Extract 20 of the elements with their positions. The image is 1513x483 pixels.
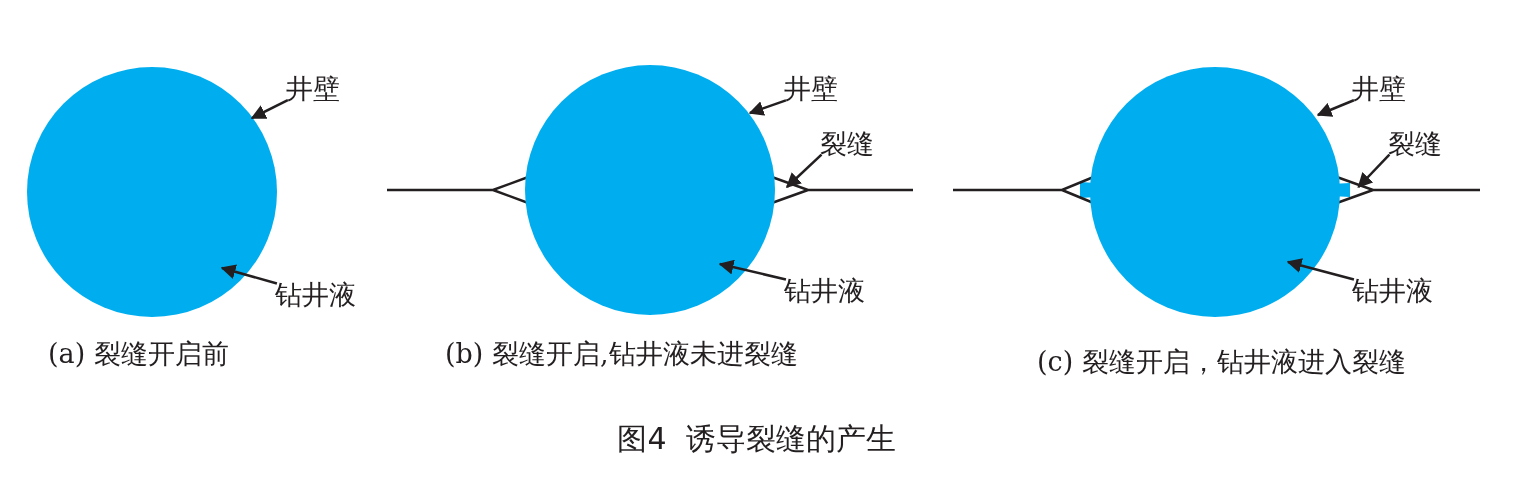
part-label: 钻井液 — [784, 275, 865, 307]
fracture-line — [387, 174, 913, 206]
figure-caption: 图4 诱导裂缝的产生 — [616, 421, 897, 457]
leader-line — [1316, 99, 1355, 117]
part-label: 裂缝 — [820, 128, 874, 160]
part-label: 钻井液 — [1352, 275, 1433, 307]
part-label: 井壁 — [1352, 73, 1406, 105]
part-label: 钻井液 — [275, 279, 356, 311]
leader-line — [250, 99, 289, 120]
leader-line — [1286, 258, 1355, 281]
part-label: 井壁 — [286, 73, 340, 105]
leader-line — [785, 153, 823, 189]
leader-line — [220, 264, 278, 285]
panel-caption: (b) 裂缝开启,钻井液未进裂缝 — [445, 338, 798, 370]
leader-line — [1357, 153, 1391, 189]
leader-line — [748, 99, 787, 116]
panel-caption: (c) 裂缝开启，钻井液进入裂缝 — [1037, 346, 1406, 378]
part-label: 裂缝 — [1388, 128, 1442, 160]
part-label: 井壁 — [784, 73, 838, 105]
leader-line — [718, 259, 787, 281]
